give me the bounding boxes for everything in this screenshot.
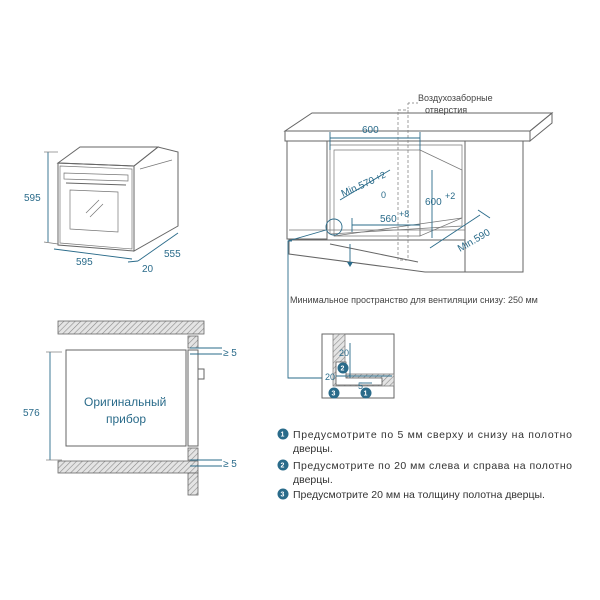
note-3: 3 Предусмотрите 20 мм на толщину полотна… — [277, 488, 545, 501]
note-1-number: 1 — [281, 432, 285, 439]
bottom-vent-arrow — [347, 244, 353, 267]
oven-width-label: 595 — [76, 257, 93, 268]
detail-badge-3: 3 — [328, 387, 340, 399]
bottom-gap-dimension: ≥ 5 — [190, 459, 237, 470]
notes: 1 Предусмотрите по 5 мм сверху и снизу н… — [277, 428, 572, 501]
oven-width-dimension: 595 — [53, 248, 133, 268]
detail-badge-1-num: 1 — [364, 391, 368, 398]
vent-label-line2: отверстия — [425, 105, 467, 115]
niche-width-sup: +8 — [399, 209, 409, 219]
oven-height-label: 595 — [24, 193, 41, 204]
note-2-line2: дверцы. — [293, 474, 333, 486]
niche-height-label: 600 — [425, 197, 442, 208]
appliance-body — [65, 349, 187, 447]
detail-badge-2-num: 2 — [341, 366, 345, 373]
note-3-line1: Предусмотрите 20 мм на толщину полотна д… — [293, 489, 545, 501]
oven-depth-dimension: 555 20 — [127, 232, 181, 275]
niche-min-width-label: Min.570 — [340, 175, 377, 200]
bottom-shelf — [57, 460, 199, 474]
vent-label-line1: Воздухозаборные — [418, 93, 493, 103]
appliance-label-line2: прибор — [106, 412, 146, 426]
countertop — [283, 111, 554, 143]
oven-body — [56, 146, 179, 252]
cabinet-view: Воздухозаборные отверстия 600 Min.570 +2… — [283, 93, 554, 305]
niche-width-dimension: 560 +8 — [351, 209, 420, 232]
note-2-number: 2 — [281, 463, 285, 470]
side-view: 576 ≥ 5 ≥ 5 Оригинальный прибор — [23, 320, 237, 496]
detail-gap-20-left: 20 — [325, 372, 335, 382]
detail-badge-1: 1 — [360, 387, 372, 399]
appliance-label-line1: Оригинальный — [84, 395, 166, 409]
niche-width-label: 560 — [380, 214, 397, 225]
detail-gap-5: 5 — [358, 381, 363, 391]
oven-height-dimension: 595 — [24, 151, 59, 245]
detail-callout — [287, 218, 343, 379]
ventilation-openings: Воздухозаборные отверстия — [397, 93, 493, 261]
top-gap-dimension: ≥ 5 — [190, 347, 237, 359]
niche-depth-label: Min.590 — [456, 227, 493, 255]
top-shelf — [57, 320, 205, 335]
door-panel — [187, 349, 199, 447]
door-handle — [197, 368, 205, 380]
vent-min-text: Минимальное пространство для вентиляции … — [290, 295, 538, 305]
side-height-dimension: 576 — [23, 351, 62, 461]
note-3-number: 3 — [281, 492, 285, 499]
detail-gap-20-top: 20 — [339, 348, 349, 358]
niche-height-dimension: 600 +2 — [425, 170, 455, 238]
bottom-gap-label: ≥ 5 — [223, 459, 237, 470]
niche-depth-zero: 0 — [381, 190, 386, 200]
oven-depth-label: 555 — [164, 249, 181, 260]
cabinet-width-label: 600 — [362, 125, 379, 136]
note-1: 1 Предусмотрите по 5 мм сверху и снизу н… — [277, 428, 572, 455]
detail-badge-2: 2 — [337, 362, 349, 374]
oven-door-depth-label: 20 — [142, 264, 154, 275]
cabinet-width-dimension: 600 — [329, 125, 421, 150]
oven-view: 595 595 555 20 — [24, 146, 181, 275]
detail-badge-3-num: 3 — [332, 391, 336, 398]
note-1-line1: Предусмотрите по 5 мм сверху и снизу на … — [293, 429, 572, 441]
niche-height-sup: +2 — [445, 191, 455, 201]
cabinet-body — [286, 140, 524, 273]
note-1-line2: дверцы. — [293, 443, 333, 455]
niche-min-width-sup: +2 — [374, 170, 387, 183]
top-gap-label: ≥ 5 — [223, 348, 237, 359]
note-2-line1: Предусмотрите по 20 мм слева и справа на… — [293, 460, 572, 472]
note-2: 2 Предусмотрите по 20 мм слева и справа … — [277, 459, 572, 486]
corner-detail: 20 20 5 2 3 1 — [321, 333, 395, 399]
side-height-label: 576 — [23, 408, 40, 419]
